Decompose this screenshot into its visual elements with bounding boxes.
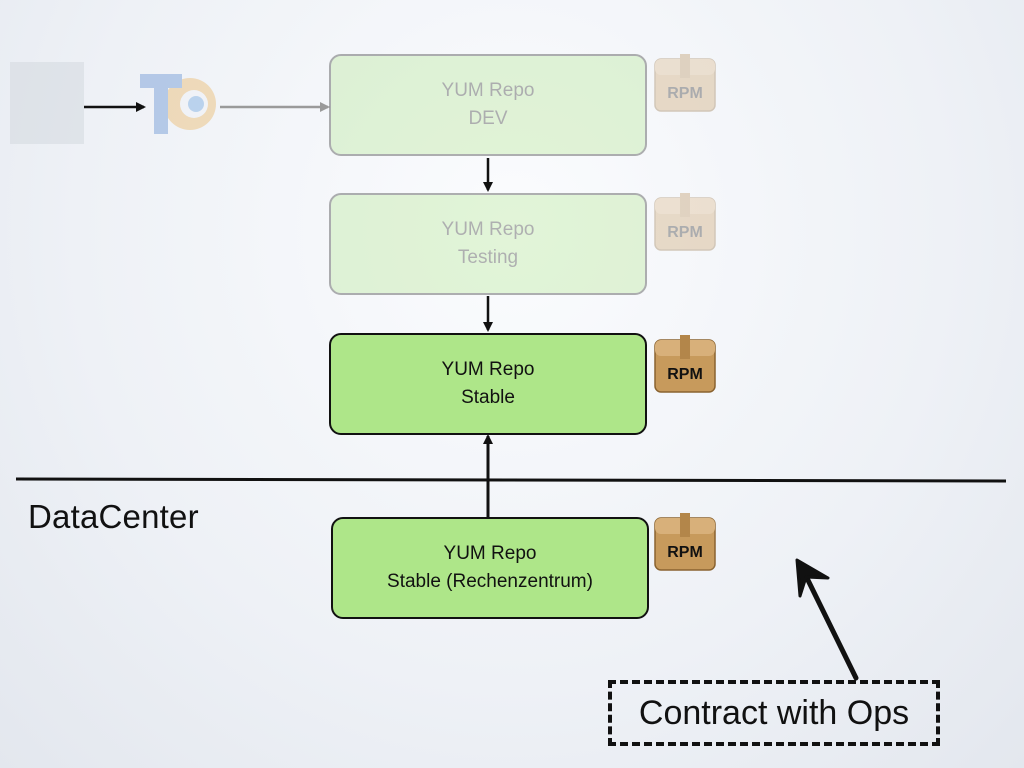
rpm-package-icon: RPM <box>654 193 716 251</box>
rpm-package-icon: RPM <box>654 513 716 571</box>
box-title: YUM Repo <box>443 543 537 564</box>
yum-repo-dev-box: YUM Repo DEV <box>329 54 647 156</box>
datacenter-separator <box>15 477 1007 483</box>
box-subtitle: Stable (Rechenzentrum) <box>387 571 593 592</box>
box-title: YUM Repo <box>441 219 535 240</box>
box-subtitle: DEV <box>468 108 508 129</box>
source-placeholder <box>10 62 84 144</box>
box-title: YUM Repo <box>441 359 535 380</box>
yum-repo-testing-box: YUM Repo Testing <box>329 193 647 295</box>
datacenter-label: DataCenter <box>28 498 199 535</box>
rpm-label: RPM <box>667 85 703 102</box>
box-title: YUM Repo <box>441 80 535 101</box>
contract-arrow <box>795 558 859 681</box>
rpm-package-icon: RPM <box>654 335 716 393</box>
rpm-label: RPM <box>667 224 703 241</box>
teamcity-logo-icon <box>140 74 216 134</box>
box-subtitle: Testing <box>457 247 519 268</box>
rpm-label: RPM <box>667 544 703 561</box>
rpm-label: RPM <box>667 366 703 383</box>
yum-repo-stable-datacenter-box: YUM Repo Stable (Rechenzentrum) <box>331 517 649 619</box>
box-subtitle: Stable <box>461 387 515 408</box>
contract-label: Contract with Ops <box>638 693 910 732</box>
yum-repo-stable-box: YUM Repo Stable <box>329 333 647 435</box>
rpm-package-icon: RPM <box>654 54 716 112</box>
contract-with-ops-box: Contract with Ops <box>608 680 940 746</box>
